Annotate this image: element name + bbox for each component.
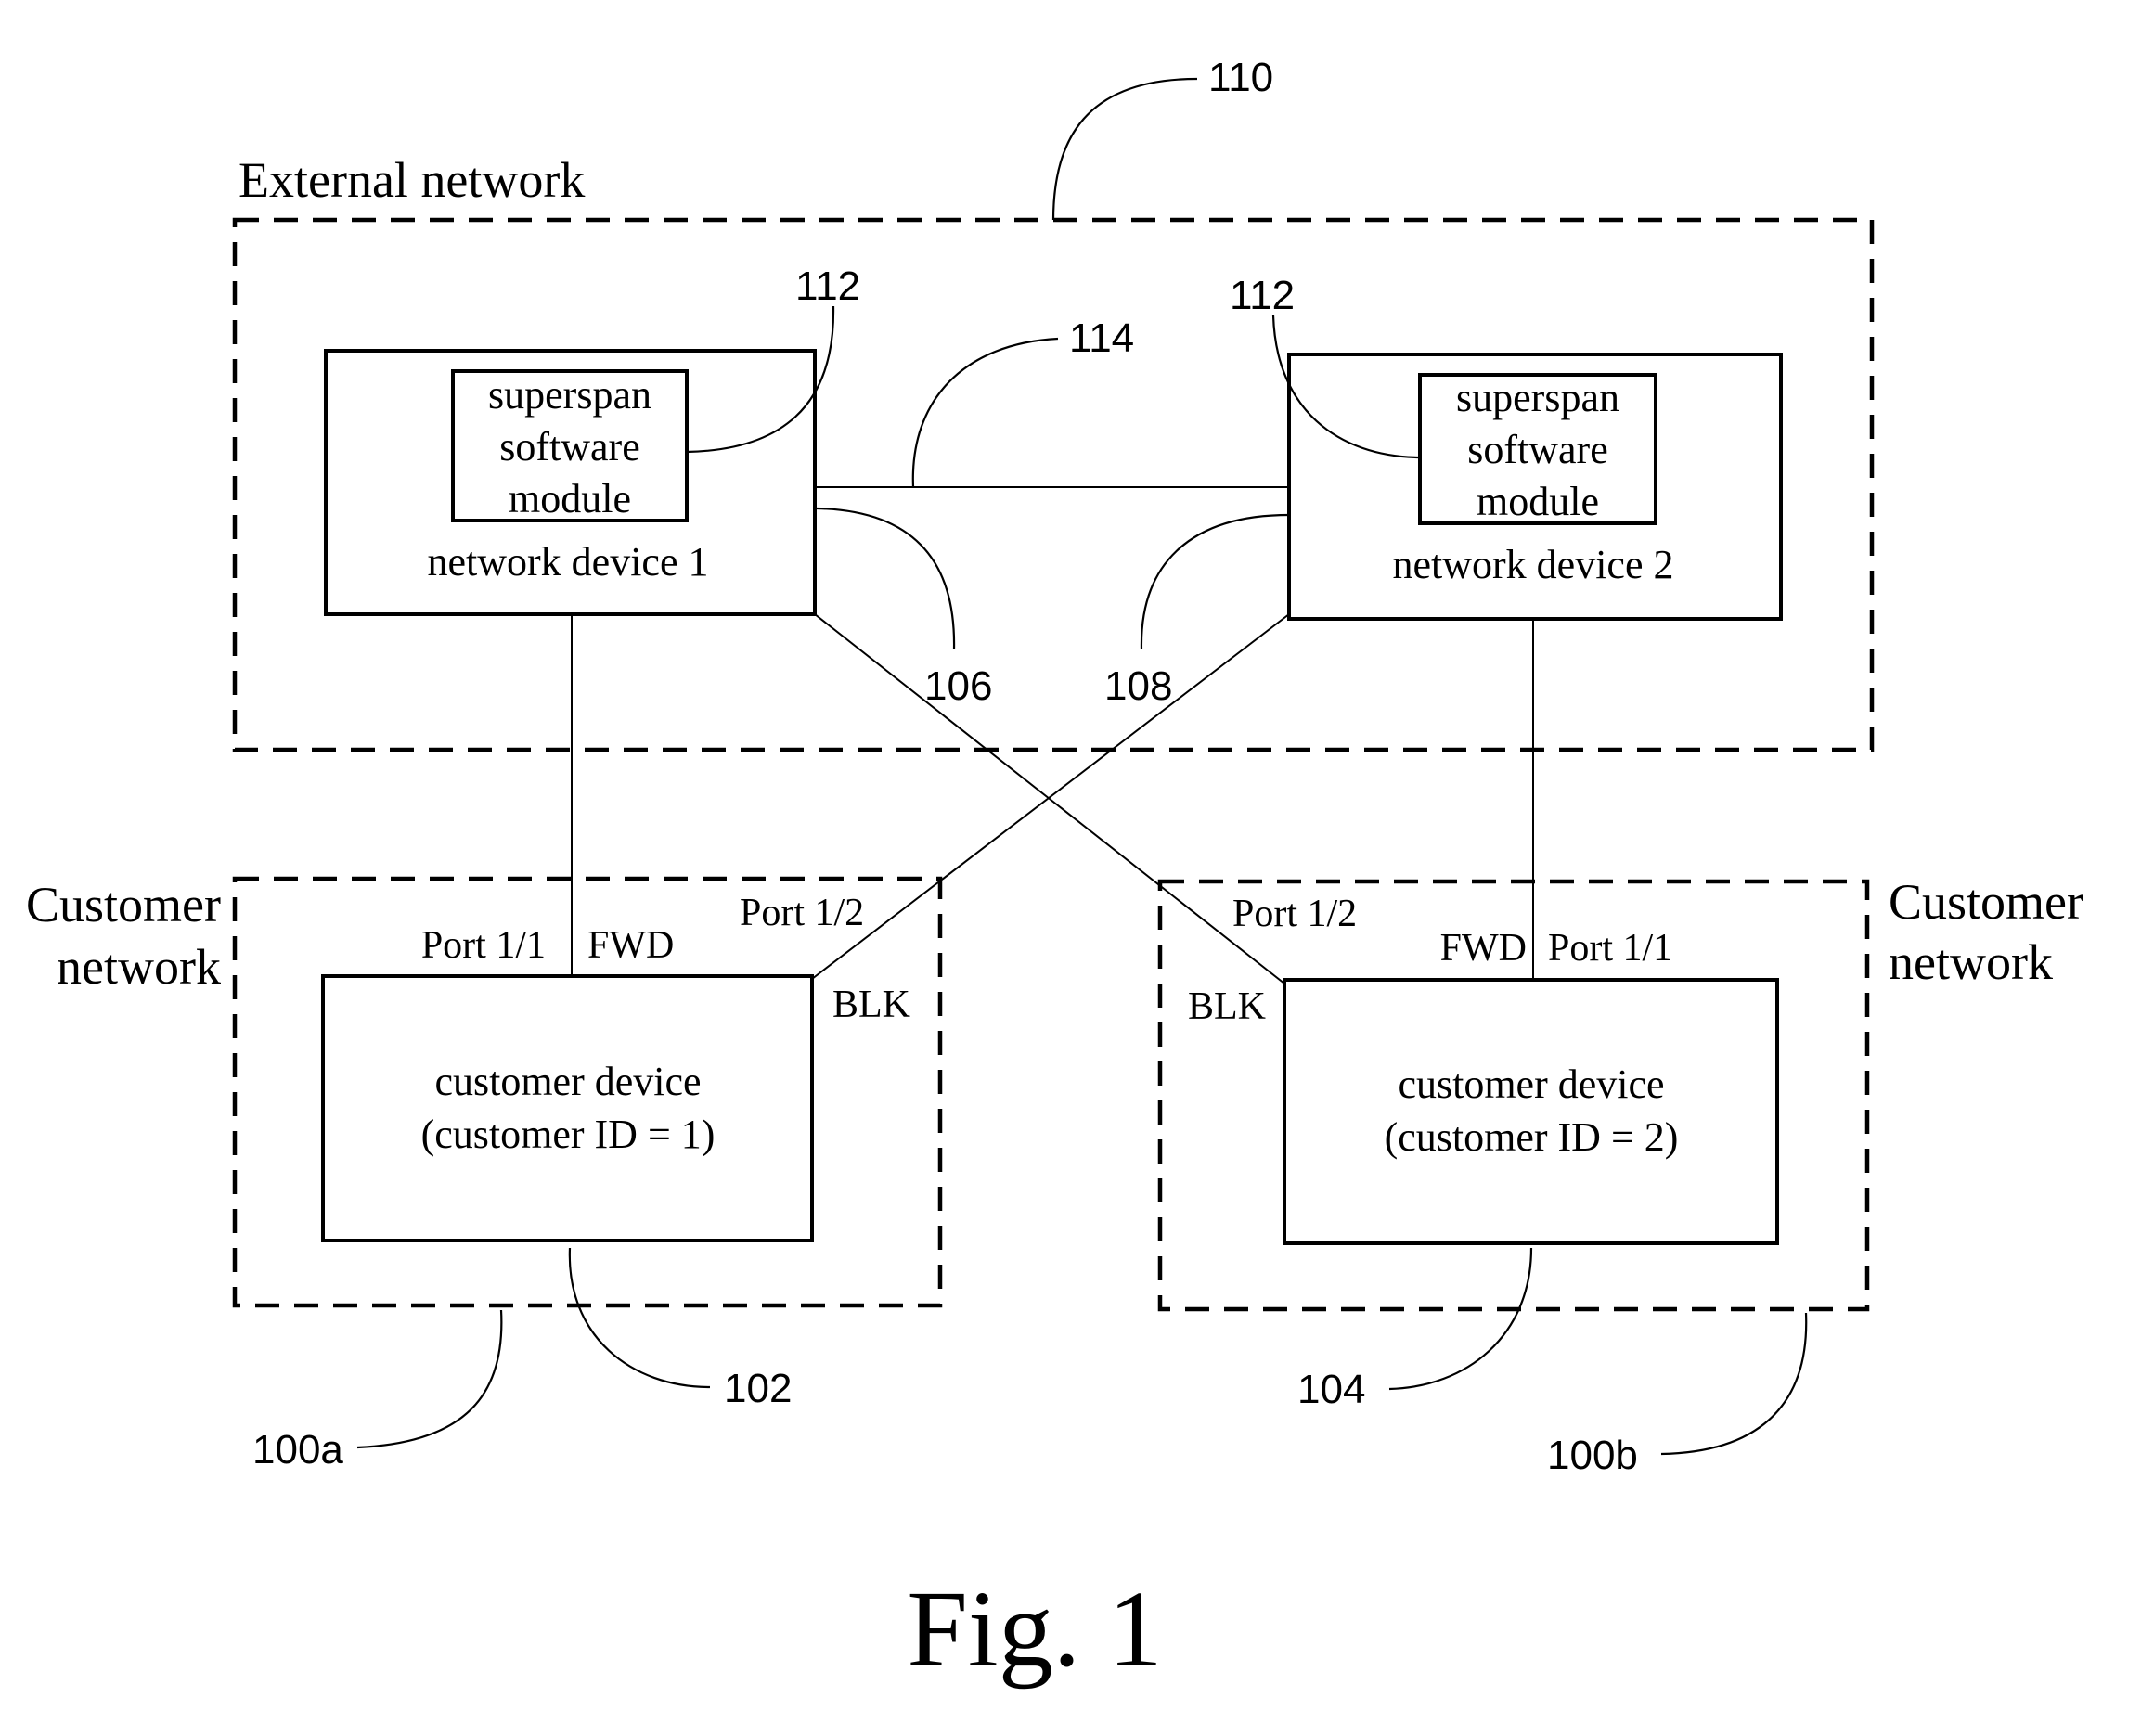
port-label: Port 1/2 <box>740 892 864 934</box>
module-2-line: superspan <box>1456 375 1619 420</box>
leader-100a <box>356 1309 503 1449</box>
ref-100a: 100a <box>252 1427 343 1472</box>
port-state-label: BLK <box>832 984 910 1026</box>
customer-device-1-line: customer device <box>434 1059 701 1104</box>
ref-112: 112 <box>1230 273 1295 318</box>
leader-100b <box>1660 1312 1808 1456</box>
figure-caption: Fig. 1 <box>907 1568 1162 1690</box>
external-network-label: External network <box>239 152 585 208</box>
customer-network-right-label: network <box>1889 934 2053 990</box>
ref-112: 112 <box>795 264 860 309</box>
ref-110: 110 <box>1208 55 1273 100</box>
ref-114: 114 <box>1069 315 1134 361</box>
module-2-line: software <box>1467 427 1608 472</box>
port-label: Port 1/1 <box>421 924 546 967</box>
port-state-label: BLK <box>1188 985 1266 1028</box>
leader-114 <box>911 337 1059 488</box>
leader-112a <box>686 305 835 454</box>
module-2-line: module <box>1477 479 1599 524</box>
software-module-1-box <box>451 369 689 522</box>
customer-device-2-line: customer device <box>1398 1061 1664 1107</box>
module-1-line: module <box>509 476 631 521</box>
port-state-label: FWD <box>1440 927 1527 970</box>
external-network-boundary <box>232 217 1875 752</box>
leader-108 <box>1140 513 1290 650</box>
network-device-1-label: network device 1 <box>428 539 709 585</box>
customer-device-2-line: (customer ID = 2) <box>1385 1114 1679 1160</box>
customer-network-left-label: network <box>57 939 221 995</box>
leader-112b <box>1271 315 1421 459</box>
ref-106: 106 <box>924 663 992 709</box>
leader-104 <box>1388 1247 1533 1391</box>
network-device-1-box <box>324 349 817 616</box>
link-nd1-cd2 <box>814 613 1285 984</box>
customer-network-left-label: Customer <box>26 877 221 932</box>
customer-device-1-line: (customer ID = 1) <box>421 1112 716 1157</box>
link-nd2-cd1 <box>811 613 1290 980</box>
ref-104: 104 <box>1297 1367 1365 1412</box>
ref-102: 102 <box>724 1366 792 1411</box>
port-state-label: FWD <box>587 924 674 967</box>
port-label: Port 1/1 <box>1548 927 1672 970</box>
module-1-line: software <box>499 424 640 469</box>
leader-102 <box>568 1247 711 1389</box>
customer-network-right-boundary <box>1157 879 1870 1312</box>
software-module-2-box <box>1418 373 1657 525</box>
leader-110 <box>1051 77 1198 221</box>
network-device-2-label: network device 2 <box>1393 542 1674 587</box>
customer-device-2-box <box>1283 978 1779 1245</box>
customer-device-1-box <box>321 974 814 1242</box>
module-1-line: superspan <box>488 372 651 418</box>
customer-network-right-label: Customer <box>1889 874 2083 930</box>
port-label: Port 1/2 <box>1232 893 1357 935</box>
ref-100b: 100b <box>1547 1433 1638 1478</box>
ref-108: 108 <box>1104 663 1172 709</box>
customer-network-left-boundary <box>232 876 943 1308</box>
leader-106 <box>816 507 956 650</box>
